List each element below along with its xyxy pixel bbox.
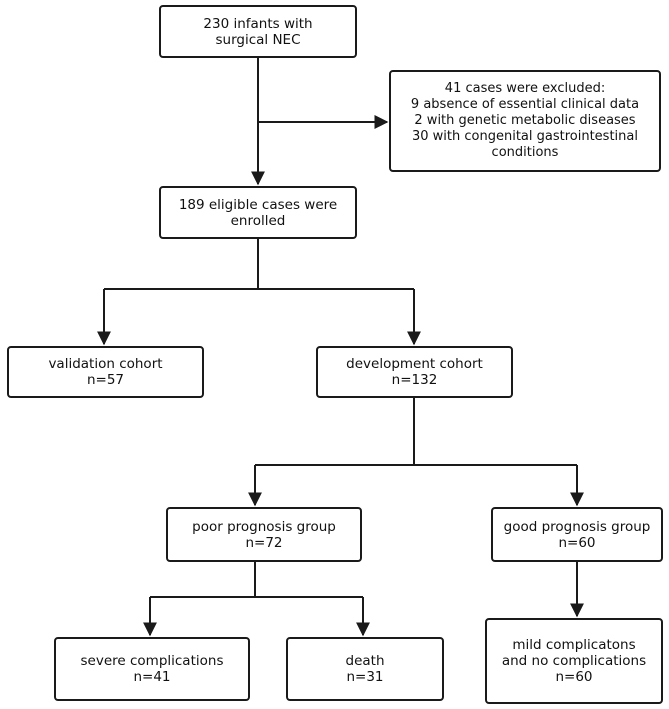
- box-text: poor prognosis group: [192, 518, 336, 535]
- box-text: 230 infants with: [203, 15, 313, 32]
- box-text: and no complications: [501, 653, 647, 669]
- box-text: conditions: [491, 145, 559, 160]
- box-text: enrolled: [230, 212, 286, 229]
- box-text: n=31: [346, 669, 384, 685]
- box-text: n=60: [558, 534, 596, 551]
- box-validation-cohort: validation cohort n=57: [7, 346, 204, 398]
- box-text: severe complications: [80, 653, 224, 669]
- box-text: n=72: [245, 534, 283, 551]
- box-good-prognosis: good prognosis group n=60: [491, 507, 663, 562]
- box-excluded-cases: 41 cases were excluded: 9 absence of ess…: [389, 70, 661, 172]
- box-development-cohort: development cohort n=132: [316, 346, 513, 398]
- box-poor-prognosis: poor prognosis group n=72: [166, 507, 362, 562]
- box-text: surgical NEC: [215, 31, 301, 48]
- box-eligible-cases: 189 eligible cases were enrolled: [159, 186, 357, 239]
- box-text: n=41: [133, 669, 171, 685]
- box-text: n=60: [555, 669, 593, 685]
- box-initial-cohort: 230 infants with surgical NEC: [159, 5, 357, 58]
- box-text: n=57: [86, 372, 125, 388]
- box-text: 41 cases were excluded:: [444, 81, 606, 96]
- box-text: 9 absence of essential clinical data: [410, 97, 640, 112]
- box-text: development cohort: [346, 356, 483, 372]
- box-text: 189 eligible cases were: [178, 196, 338, 213]
- box-text: n=132: [391, 372, 438, 388]
- box-death: death n=31: [286, 637, 444, 701]
- box-mild-no-complications: mild complicatons and no complications n…: [485, 618, 663, 704]
- box-text: 30 with congenital gastrointestinal: [412, 129, 638, 144]
- box-text: good prognosis group: [503, 518, 651, 535]
- box-text: death: [345, 653, 385, 669]
- box-text: mild complicatons: [512, 637, 636, 653]
- box-severe-complications: severe complications n=41: [54, 637, 250, 701]
- box-text: validation cohort: [48, 356, 163, 372]
- box-text: 2 with genetic metabolic diseases: [414, 113, 636, 128]
